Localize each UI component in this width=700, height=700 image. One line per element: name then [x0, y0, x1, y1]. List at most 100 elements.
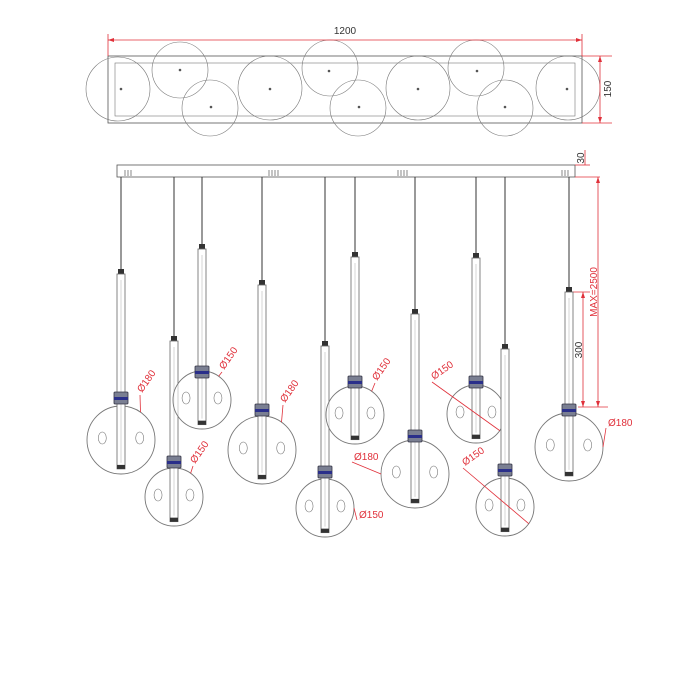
cord-clip — [199, 244, 205, 249]
pendant-diameter-label: Ø180 — [135, 368, 158, 395]
top-globe-4 — [237, 55, 303, 121]
top-globe-3 — [181, 79, 239, 137]
tube-end-cap — [411, 498, 419, 503]
globe-dimple — [516, 498, 526, 512]
tube-end-cap — [565, 471, 573, 476]
globe-dimple — [545, 438, 555, 452]
cord-clip — [118, 269, 124, 274]
collar-band — [348, 381, 362, 384]
tube-end-cap — [117, 464, 125, 469]
tube-end-cap — [501, 527, 509, 532]
pendant-diameter-label: Ø150 — [217, 345, 240, 372]
tube-end-cap — [472, 434, 480, 439]
cord-clip — [566, 287, 572, 292]
top-globe-7 — [385, 55, 451, 121]
globe-dimple — [455, 405, 465, 419]
pendant-diameter-label: Ø150 — [359, 510, 384, 521]
pendant-10: Ø180 — [534, 177, 633, 482]
tube-end-cap — [321, 528, 329, 533]
depth-dimension-label: 150 — [603, 80, 614, 97]
label-leader — [218, 371, 223, 377]
tube-end-cap — [198, 420, 206, 425]
globe-dimple — [484, 498, 494, 512]
globe-dimple — [583, 438, 593, 452]
top-globe-9 — [476, 79, 534, 137]
globe-dimple — [429, 465, 439, 479]
globe-dimple — [185, 488, 195, 502]
top-globe-2 — [151, 41, 209, 99]
pendant-4: Ø180 — [227, 177, 302, 485]
collar-band — [408, 435, 422, 438]
cord-clip — [412, 309, 418, 314]
top-view-globes — [85, 39, 601, 137]
top-globe-5 — [301, 39, 359, 97]
pendant-diameter-label: Ø150 — [429, 359, 456, 382]
label-leader — [431, 381, 500, 431]
depth-dimension: 150 — [582, 55, 614, 124]
pendant-diameter-label: Ø180 — [354, 452, 379, 463]
max-drop-label: MAX=2500 — [589, 267, 600, 317]
top-globe-8 — [447, 39, 505, 97]
collar-band — [498, 469, 512, 472]
label-leader — [353, 507, 358, 521]
canopy-top-inner — [114, 62, 576, 117]
pendant-diameter-label: Ø150 — [370, 356, 393, 383]
collar-band — [195, 371, 209, 374]
pendant-diameter-label: Ø180 — [608, 418, 633, 429]
canopy-top-outline — [107, 55, 583, 124]
pendant-8: Ø150 — [429, 177, 506, 444]
pendant-diameter-label: Ø150 — [188, 439, 211, 466]
globe-dimple — [276, 441, 286, 455]
globe-dimple — [153, 488, 163, 502]
globe-dimple — [213, 391, 223, 405]
tube-end-cap — [258, 474, 266, 479]
cord-clip — [502, 344, 508, 349]
pendant-6: Ø150 — [325, 177, 394, 445]
label-leader — [139, 394, 141, 413]
cord-clip — [259, 280, 265, 285]
globe-dimple — [334, 406, 344, 420]
pendant-1: Ø180 — [86, 177, 159, 475]
canopy-clamps — [124, 170, 569, 176]
label-leader — [281, 404, 284, 423]
top-globe-1 — [85, 56, 151, 122]
globe-dimple — [98, 431, 107, 445]
collar-band — [318, 471, 332, 474]
width-dimension-label: 1200 — [334, 26, 357, 37]
top-view-mount-points — [119, 68, 569, 109]
globe-dimple — [336, 499, 346, 513]
top-view: 1200 150 — [85, 26, 614, 137]
pendant-3: Ø150 — [172, 177, 241, 430]
top-globe-10 — [535, 55, 601, 121]
pendant-9: Ø150 — [460, 177, 535, 537]
label-leader — [602, 427, 607, 448]
pendant-5: Ø150 — [295, 177, 384, 538]
tube-end-cap — [351, 435, 359, 440]
canopy-front — [116, 164, 576, 178]
globe-dimple — [391, 465, 401, 479]
cord-clip — [322, 341, 328, 346]
collar-band — [469, 381, 483, 384]
globe-dimple — [181, 391, 191, 405]
pendant-diameter-label: Ø150 — [460, 445, 487, 468]
label-leader — [462, 467, 530, 524]
tube-end-cap — [170, 517, 178, 522]
front-view: 30 MAX=2500 300 Ø180Ø150Ø150Ø180Ø150Ø150… — [86, 150, 633, 538]
cord-clip — [473, 253, 479, 258]
canopy-height-dimension: 30 — [575, 150, 600, 178]
globe-dimple — [366, 406, 376, 420]
top-globe-6 — [329, 79, 387, 137]
cord-clip — [171, 336, 177, 341]
collar-band — [562, 409, 576, 412]
pendant-7: Ø180 — [351, 177, 450, 509]
cord-clip — [352, 252, 358, 257]
label-leader — [351, 461, 382, 475]
collar-band — [167, 461, 181, 464]
globe-dimple — [239, 441, 248, 455]
canopy-height-label: 30 — [576, 152, 587, 164]
width-dimension: 1200 — [107, 26, 583, 56]
tube-length-label: 300 — [574, 341, 585, 358]
globe-dimple — [487, 405, 497, 419]
